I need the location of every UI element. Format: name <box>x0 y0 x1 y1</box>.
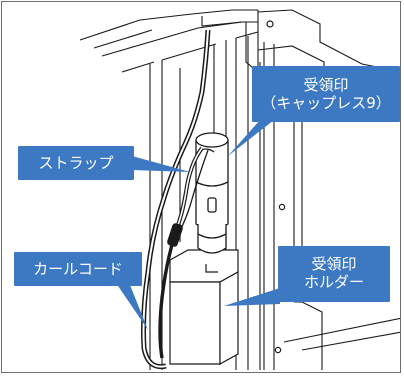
stamp-label-line1: 受領印 <box>303 76 349 94</box>
callout-pointers <box>114 120 280 330</box>
diagram-frame: 受領印 （キャップレス9） ストラップ カールコード 受領印 ホルダー <box>1 1 401 373</box>
curl-cord-callout-pointer <box>114 280 148 330</box>
stamp-label-line2: （キャップレス9） <box>261 94 391 112</box>
screw <box>266 20 274 28</box>
device-body <box>257 9 400 370</box>
curl-cord-callout: カールコード <box>14 252 142 286</box>
stamp-callout-pointer <box>228 120 274 156</box>
holder-callout-pointer <box>224 288 280 306</box>
stamp-holder <box>169 249 239 366</box>
holder-callout: 受領印 ホルダー <box>278 246 390 302</box>
strap-callout-pointer <box>132 156 190 172</box>
curl-cord <box>141 29 211 370</box>
strap-callout: ストラップ <box>18 146 134 180</box>
holder-label-line1: 受領印 <box>311 255 357 273</box>
stamp-callout: 受領印 （キャップレス9） <box>252 66 400 122</box>
strap <box>167 146 209 247</box>
strap-label: ストラップ <box>38 154 114 172</box>
screw <box>274 346 282 354</box>
curl-cord-label: カールコード <box>33 260 123 278</box>
holder-label-line2: ホルダー <box>303 273 364 291</box>
device-illustration <box>79 9 400 370</box>
screw <box>278 203 286 211</box>
stamp-pen <box>195 132 229 254</box>
device-top-panel <box>79 9 259 73</box>
